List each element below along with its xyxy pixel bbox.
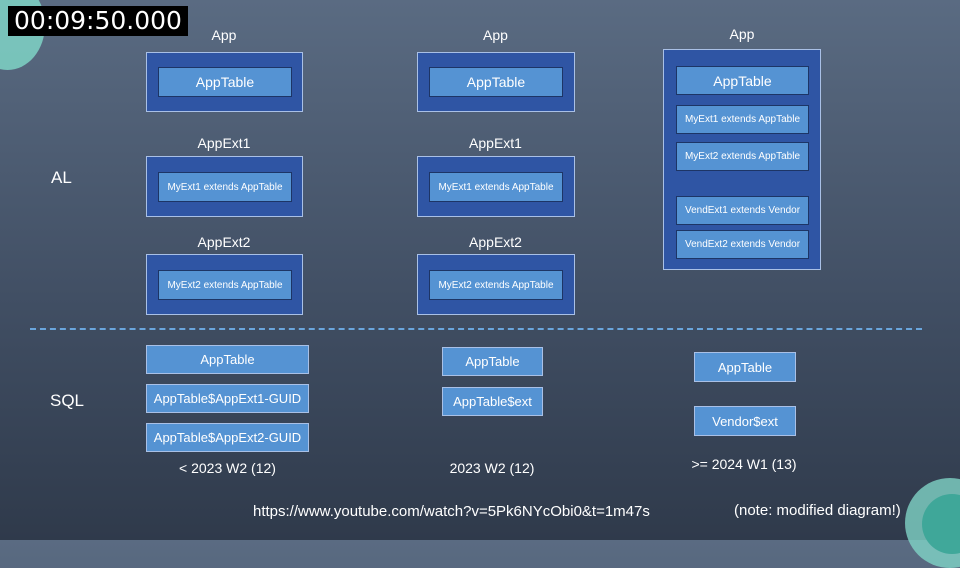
sql-table-apptable: AppTable: [442, 347, 543, 376]
appext2-box: MyExt2 extends AppTable: [146, 254, 303, 315]
app-title: App: [729, 26, 755, 42]
apptable-item: AppTable: [158, 67, 292, 97]
video-timestamp: 00:09:50.000: [8, 6, 188, 36]
vendext2-item: VendExt2 extends Vendor: [676, 230, 809, 259]
myext2-item: MyExt2 extends AppTable: [676, 142, 809, 171]
source-url[interactable]: https://www.youtube.com/watch?v=5Pk6NYcO…: [253, 503, 650, 520]
myext1-item: MyExt1 extends AppTable: [676, 105, 809, 134]
sql-table-apptable-ext: AppTable$ext: [442, 387, 543, 416]
appext1-title: AppExt1: [197, 135, 251, 151]
sql-table-appext2: AppTable$AppExt2-GUID: [146, 423, 309, 452]
app-title: App: [483, 27, 508, 43]
appext1-box: MyExt1 extends AppTable: [417, 156, 575, 217]
sql-section-label: SQL: [50, 391, 85, 410]
appext2-title: AppExt2: [469, 234, 522, 250]
sql-table-apptable: AppTable: [694, 352, 796, 382]
sql-table-apptable: AppTable: [146, 345, 309, 374]
al-sql-divider: [30, 328, 922, 330]
diagram-note: (note: modified diagram!): [734, 502, 901, 519]
app-box: AppTable: [146, 52, 303, 112]
appext2-title: AppExt2: [197, 234, 251, 250]
vendext1-item: VendExt1 extends Vendor: [676, 196, 809, 225]
version-caption: < 2023 W2 (12): [179, 460, 276, 476]
myext1-item: MyExt1 extends AppTable: [429, 172, 563, 202]
appext1-box: MyExt1 extends AppTable: [146, 156, 303, 217]
sql-table-appext1: AppTable$AppExt1-GUID: [146, 384, 309, 413]
app-title: App: [211, 27, 237, 43]
myext2-item: MyExt2 extends AppTable: [158, 270, 292, 300]
apptable-item: AppTable: [676, 66, 809, 95]
apptable-item: AppTable: [429, 67, 563, 97]
myext1-item: MyExt1 extends AppTable: [158, 172, 292, 202]
myext2-item: MyExt2 extends AppTable: [429, 270, 563, 300]
appext1-title: AppExt1: [469, 135, 522, 151]
version-caption: >= 2024 W1 (13): [691, 456, 797, 472]
app-box: AppTable: [417, 52, 575, 112]
app-box: AppTable MyExt1 extends AppTable MyExt2 …: [663, 49, 821, 270]
sql-table-vendor-ext: Vendor$ext: [694, 406, 796, 436]
al-section-label: AL: [51, 168, 72, 187]
version-caption: 2023 W2 (12): [449, 460, 535, 476]
appext2-box: MyExt2 extends AppTable: [417, 254, 575, 315]
